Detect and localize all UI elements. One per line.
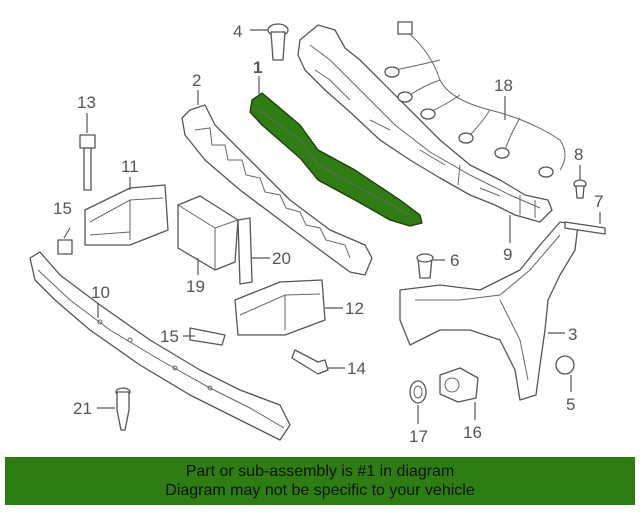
callout-13: 13 — [77, 93, 96, 112]
callout-7: 7 — [594, 192, 603, 211]
part-1-reinforcement[interactable] — [249, 92, 423, 227]
part-19-module[interactable] — [177, 195, 239, 271]
callout-10: 10 — [91, 283, 110, 302]
callout-8: 8 — [574, 145, 583, 164]
part-8-clip[interactable] — [573, 179, 587, 199]
part-15-nut-upper[interactable] — [57, 239, 73, 255]
callout-5: 5 — [566, 395, 575, 414]
part-21-clip[interactable] — [115, 387, 131, 431]
callout-17: 17 — [409, 427, 428, 446]
callout-19: 19 — [186, 277, 205, 296]
part-9-bracket[interactable] — [297, 24, 553, 223]
callout-6: 6 — [450, 251, 459, 270]
part-5-fastener[interactable] — [555, 355, 575, 375]
part-4-clip[interactable] — [267, 23, 289, 61]
banner-line-1: Part or sub-assembly is #1 in diagram — [185, 463, 455, 480]
banner-line-2: Diagram may not be specific to your vehi… — [165, 482, 475, 499]
part-11-bracket[interactable] — [84, 184, 169, 246]
callout-9: 9 — [503, 245, 512, 264]
callout-20: 20 — [272, 249, 291, 268]
part-12-bracket[interactable] — [234, 279, 326, 336]
part-15-nut-lower[interactable] — [189, 327, 226, 346]
callout-18: 18 — [494, 76, 513, 95]
callout-16: 16 — [463, 423, 482, 442]
callout-15-lower: 15 — [160, 327, 179, 346]
part-18-wiring-harness[interactable] — [384, 21, 566, 178]
part-7-strip[interactable] — [564, 221, 606, 235]
part-2-support[interactable] — [181, 104, 373, 276]
leader-lines — [63, 29, 601, 424]
callout-2: 2 — [192, 71, 201, 90]
part-10-beam[interactable] — [29, 251, 291, 441]
callout-1: 1 — [253, 58, 262, 77]
callout-3: 3 — [568, 325, 577, 344]
part-6-plug[interactable] — [416, 253, 434, 279]
part-13-bolt[interactable] — [79, 134, 96, 191]
part-17-grommet[interactable] — [409, 380, 427, 404]
callout-11: 11 — [121, 157, 139, 176]
part-16-sensor[interactable] — [439, 367, 479, 403]
callout-4: 4 — [233, 22, 242, 41]
part-14-bolt[interactable] — [291, 349, 329, 375]
callout-12: 12 — [345, 299, 364, 318]
callout-labels: 1 2 3 4 5 6 7 8 9 10 11 12 13 14 15 15 1… — [53, 22, 603, 446]
callout-14: 14 — [347, 359, 366, 378]
part-20-strip[interactable] — [237, 217, 253, 285]
callout-21: 21 — [73, 399, 92, 418]
info-banner: Part or sub-assembly is #1 in diagram Di… — [5, 457, 635, 505]
parts-diagram: 1 2 3 4 5 6 7 8 9 10 11 12 13 14 15 15 1… — [29, 21, 606, 446]
part-3-side-bracket[interactable] — [399, 221, 579, 401]
callout-15-upper: 15 — [53, 199, 72, 218]
